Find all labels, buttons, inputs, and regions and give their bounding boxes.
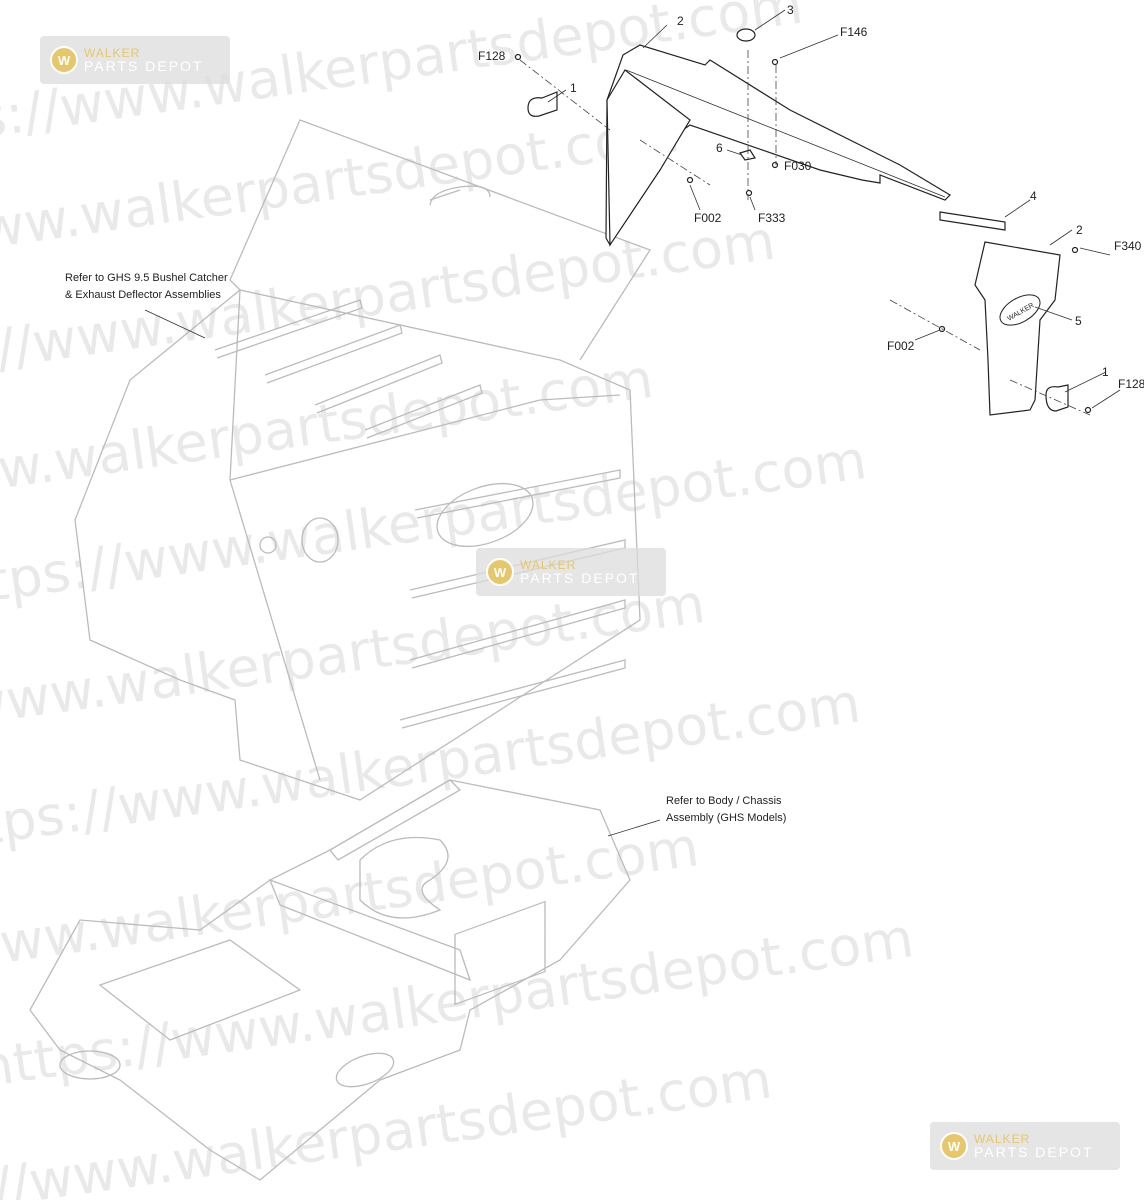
note-bushel-catcher-line2: & Exhaust Deflector Assemblies [65,289,221,301]
walker-badge-icon: W [940,1132,968,1160]
callout-F002: F002 [694,211,722,225]
grass-catcher-body [74,119,651,801]
walker-badge-icon: W [50,46,78,74]
explode-lines [519,50,1091,416]
callout-F146: F146 [840,25,868,39]
note-body-chassis-line2: Assembly (GHS Models) [666,812,786,824]
note-bushel-catcher-line1: Refer to GHS 9.5 Bushel Catcher [65,272,228,284]
hinge-part-4 [939,211,1006,231]
callout-2: 2 [677,14,684,28]
exhaust-deflector-top [605,44,951,247]
logo-line2: PARTS DEPOT [974,1144,1094,1160]
walker-badge-icon: W [486,558,514,586]
callout-labels: F128 1 2 3 F146 6 F030 F002 F333 4 2 F34… [478,3,1144,391]
callout-4: 4 [1030,189,1037,203]
bracket-part-1b [1045,384,1069,412]
logo-line1: WALKER [520,558,577,572]
callout-F128b: F128 [1118,377,1144,391]
callout-F333: F333 [758,211,786,225]
note-body-chassis-line1: Refer to Body / Chassis [666,795,782,807]
bracket-part-1 [527,91,558,117]
logo-line2: PARTS DEPOT [84,58,204,74]
callout-F340: F340 [1114,239,1142,253]
callout-5: 5 [1075,314,1082,328]
knob-part-3 [736,28,756,42]
washer-part-6 [739,149,756,161]
chassis-body [29,779,631,1181]
callout-F128: F128 [478,49,506,63]
callout-3: 3 [787,3,794,17]
callout-2b: 2 [1076,223,1083,237]
leader-lines [144,9,1121,837]
callout-1: 1 [570,81,577,95]
watermark: https://www.walkerpartsdepot.com https:/… [0,0,917,1200]
callout-1b: 1 [1102,365,1109,379]
reference-notes: Refer to GHS 9.5 Bushel Catcher & Exhaus… [65,272,786,824]
logo-line1: WALKER [84,46,141,60]
callout-F030: F030 [784,159,812,173]
logo-line1: WALKER [974,1132,1031,1146]
hardware [514,28,1092,414]
callout-F002b: F002 [887,339,915,353]
deflector-side-panel: WALKER [974,241,1061,416]
logo-line2: PARTS DEPOT [520,570,640,586]
callout-6: 6 [716,141,723,155]
